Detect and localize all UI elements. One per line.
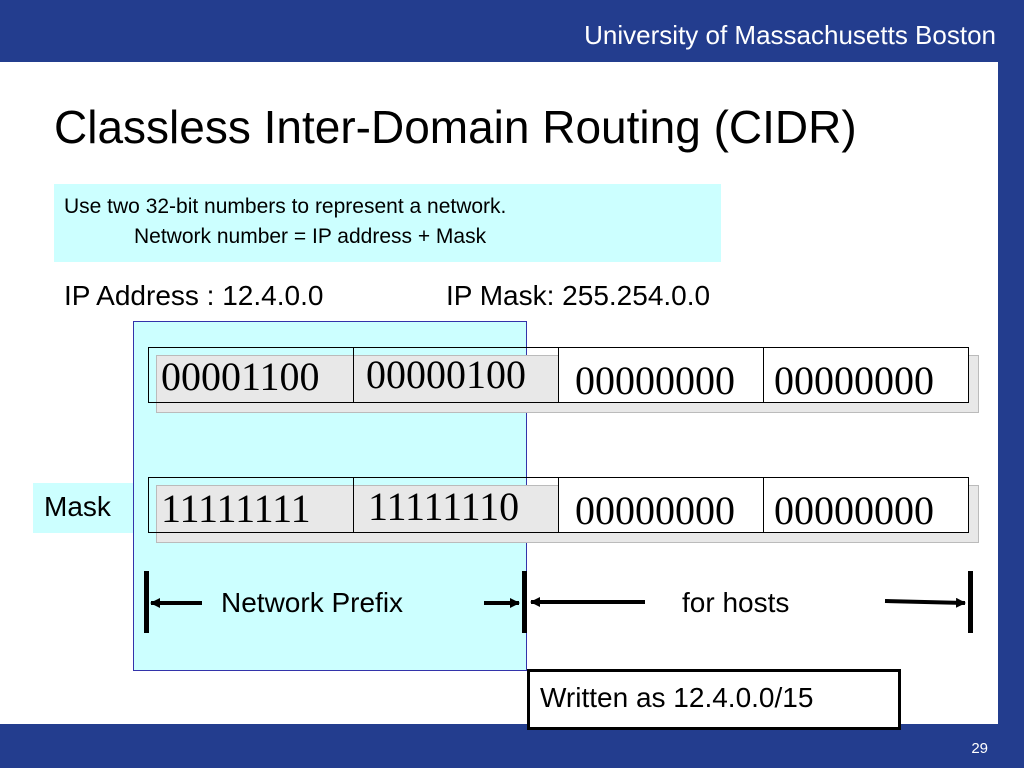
callout-line-1: Use two 32-bit numbers to represent a ne… xyxy=(64,195,507,218)
mask-octet-4: 00000000 xyxy=(764,478,968,533)
callout-line-2: Network number = IP address + Mask xyxy=(134,225,487,248)
hosts-label: for hosts xyxy=(682,587,790,618)
mask-octet-3: 00000000 xyxy=(559,478,764,533)
mask-label: Mask xyxy=(33,483,133,533)
prefix-start-bar xyxy=(144,571,149,633)
mask-octet-2: 11111110 xyxy=(354,478,559,532)
slide-title: Classless Inter-Domain Routing (CIDR) xyxy=(54,101,857,153)
address-octet-4: 00000000 xyxy=(764,348,968,403)
ip-mask-label: IP Mask: 255.254.0.0 xyxy=(446,280,711,311)
mask-bits-row: 11111111 11111110 00000000 00000000 xyxy=(148,477,979,543)
prefix-boundary-bar xyxy=(522,571,527,633)
page-number: 29 xyxy=(971,740,988,757)
cidr-notation-box: Written as 12.4.0.0/15 xyxy=(527,669,901,730)
network-prefix-label: Network Prefix xyxy=(221,587,404,618)
address-octet-2: 00000100 xyxy=(354,348,559,402)
address-octet-3: 00000000 xyxy=(559,348,764,403)
mask-octet-1: 11111111 xyxy=(149,478,354,532)
definition-callout: Use two 32-bit numbers to represent a ne… xyxy=(54,184,721,262)
ip-address-label: IP Address : 12.4.0.0 xyxy=(64,280,324,311)
hosts-right-arrow xyxy=(884,597,966,608)
address-octet-1: 00001100 xyxy=(149,348,354,402)
institution-name: University of Massachusetts Boston xyxy=(584,20,996,50)
hosts-end-bar xyxy=(968,571,973,633)
address-bits-row: 00001100 00000100 00000000 00000000 xyxy=(148,347,979,413)
